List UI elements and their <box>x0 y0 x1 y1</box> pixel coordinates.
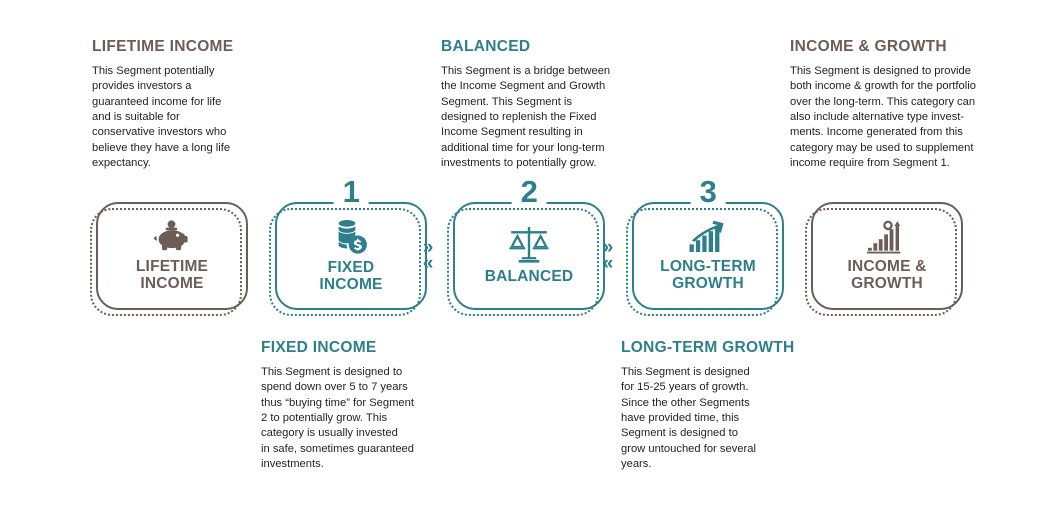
step-number-3: 3 <box>690 176 726 207</box>
coin-stack-icon <box>334 219 368 255</box>
description-heading: BALANCED <box>441 38 531 55</box>
description-heading: LONG-TERM GROWTH <box>621 339 795 356</box>
segment-box-fixed-income[interactable]: 1 <box>269 176 427 316</box>
bar-chart-arrow-icon <box>866 220 908 254</box>
description-long-term-growth: LONG-TERM GROWTH This Segment is designe… <box>621 339 821 472</box>
description-heading: INCOME & GROWTH <box>790 38 947 55</box>
chevron-left-icon: « <box>602 253 614 274</box>
chevron-right-icon: » <box>422 237 434 259</box>
step-number-1: 1 <box>333 176 369 207</box>
segment-box-balanced[interactable]: 2 <box>447 176 605 316</box>
segment-caption: LIFETIME INCOME <box>135 258 209 292</box>
chevron-right-icon: » <box>602 237 614 259</box>
description-body: This Segment is designed to provide both… <box>790 65 976 170</box>
step-number-2: 2 <box>511 176 547 207</box>
description-body: This Segment is a bridge between the Inc… <box>441 65 611 170</box>
description-body: This Segment is designed to spend down o… <box>261 366 414 471</box>
segment-box-lifetime-income[interactable]: LIFETIME INCOME <box>90 202 248 316</box>
description-lifetime-income: LIFETIME INCOME This Segment potentially… <box>92 38 282 171</box>
growth-chart-icon <box>688 220 728 254</box>
connector-chevrons-2: » « <box>597 232 619 280</box>
description-heading: LIFETIME INCOME <box>92 38 234 55</box>
segment-caption: INCOME & GROWTH <box>847 258 927 292</box>
description-body: This Segment potentially provides invest… <box>92 65 231 170</box>
piggy-bank-icon <box>152 220 192 254</box>
segment-box-income-growth[interactable]: INCOME & GROWTH <box>805 202 963 316</box>
segment-caption: BALANCED <box>484 268 574 286</box>
description-income-growth: INCOME & GROWTH This Segment is designed… <box>790 38 990 171</box>
connector-chevrons-1: » « <box>417 232 439 280</box>
segment-caption: FIXED INCOME <box>319 259 383 293</box>
segment-box-long-term-growth[interactable]: 3 LONG-TERM GROWTH <box>626 176 784 316</box>
description-body: This Segment is designed for 15-25 years… <box>621 366 756 471</box>
chevron-left-icon: « <box>422 253 434 274</box>
description-fixed-income: FIXED INCOME This Segment is designed to… <box>261 339 461 472</box>
balance-scale-icon <box>507 226 551 264</box>
segment-caption: LONG-TERM GROWTH <box>660 258 756 292</box>
description-heading: FIXED INCOME <box>261 339 377 356</box>
description-balanced: BALANCED This Segment is a bridge betwee… <box>441 38 641 171</box>
